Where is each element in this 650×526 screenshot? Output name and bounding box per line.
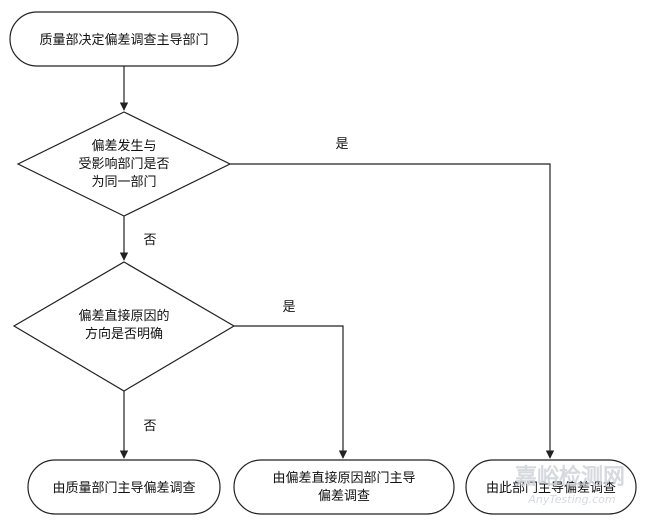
decision2-node: 偏差直接原因的 方向是否明确 xyxy=(12,261,236,392)
edge-decision1-yes xyxy=(230,163,555,459)
end-quality-node: 由质量部门主导偏差调查 xyxy=(27,459,221,515)
edge-decision2-yes xyxy=(234,325,348,459)
connectors xyxy=(119,66,555,459)
start-node-label: 质量部决定偏差调查主导部门 xyxy=(39,33,208,48)
decision1-label-line1: 偏差发生与 xyxy=(91,138,156,154)
end-cause-label-line2: 偏差调查 xyxy=(318,489,370,504)
end-this-node: 由此部门主导偏差调查 xyxy=(465,459,637,515)
watermark: 嘉峪检测网 AnyTesting.com xyxy=(515,464,625,506)
decision1-node: 偏差发生与 受影响部门是否 为同一部门 xyxy=(16,111,232,217)
decision2-no-label: 否 xyxy=(143,419,156,434)
decision2-yes-label: 是 xyxy=(282,300,295,315)
watermark-main: 嘉峪检测网 xyxy=(515,464,625,490)
decision2-label-line1: 偏差直接原因的 xyxy=(78,308,169,324)
decision1-label-line3: 为同一部门 xyxy=(91,175,156,190)
watermark-sub: AnyTesting.com xyxy=(527,493,615,506)
end-cause-label-line1: 由偏差直接原因部门主导 xyxy=(272,470,415,486)
end-cause-node: 由偏差直接原因部门主导 偏差调查 xyxy=(233,459,455,515)
end-this-label: 由此部门主导偏差调查 xyxy=(486,481,616,496)
end-quality-label: 由质量部门主导偏差调查 xyxy=(52,481,195,496)
decision1-label-line2: 受影响部门是否 xyxy=(78,156,169,172)
start-node: 质量部决定偏差调查主导部门 xyxy=(9,11,239,67)
decision1-no-label: 否 xyxy=(143,233,156,248)
decision1-yes-label: 是 xyxy=(335,137,348,152)
decision2-label-line2: 方向是否明确 xyxy=(85,326,163,342)
